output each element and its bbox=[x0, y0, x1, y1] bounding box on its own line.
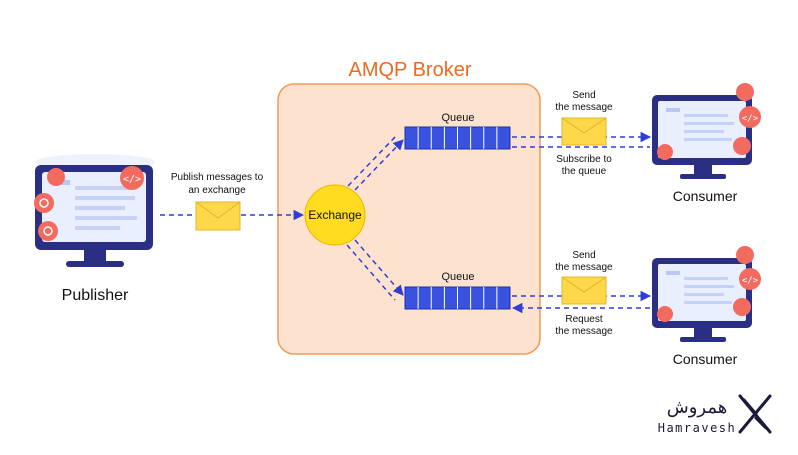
send-top-label-line1: Send bbox=[572, 90, 595, 101]
queue-top bbox=[404, 126, 511, 150]
send-top-label-line2: the message bbox=[555, 102, 613, 113]
publish-envelope-icon bbox=[195, 201, 241, 231]
send-bottom-envelope-icon bbox=[561, 276, 607, 305]
consumer-bottom-label: Consumer bbox=[673, 351, 738, 367]
exchange-to-queue-bottom-arrow-2 bbox=[346, 244, 396, 301]
subscribe-label-line2: the queue bbox=[562, 166, 607, 177]
exchange-to-queue-top-arrow bbox=[354, 139, 404, 191]
publisher-label: Publisher bbox=[62, 287, 129, 304]
logo-persian-text: همروش bbox=[667, 397, 728, 418]
request-label-line1: Request bbox=[565, 314, 602, 325]
send-bottom-label-line2: the message bbox=[555, 262, 613, 273]
queue-bottom bbox=[404, 286, 511, 310]
svg-text:</>: </> bbox=[742, 276, 759, 286]
subscribe-label-line1: Subscribe to bbox=[556, 154, 612, 165]
publish-label-line2: an exchange bbox=[188, 185, 246, 196]
logo-name: Hamravesh bbox=[658, 421, 737, 435]
exchange-to-queue-bottom-arrow bbox=[354, 239, 404, 296]
exchange-node: Exchange bbox=[304, 184, 366, 246]
send-bottom-label-line1: Send bbox=[572, 250, 595, 261]
hamravesh-logo: همروش Hamravesh bbox=[658, 394, 772, 435]
request-label-line2: the message bbox=[555, 326, 613, 337]
queue-bottom-label: Queue bbox=[441, 271, 474, 283]
svg-text:</>: </> bbox=[123, 174, 141, 185]
exchange-label: Exchange bbox=[308, 208, 362, 222]
consumer-top-monitor: </> bbox=[652, 83, 761, 179]
publish-label-line1: Publish messages to bbox=[171, 172, 264, 183]
publisher-monitor: </> bbox=[34, 154, 155, 267]
broker-title: AMQP Broker bbox=[349, 59, 472, 81]
queue-top-label: Queue bbox=[441, 112, 474, 124]
logo-mark-icon bbox=[738, 394, 772, 434]
consumer-top-label: Consumer bbox=[673, 188, 738, 204]
send-top-envelope-icon bbox=[561, 117, 607, 146]
svg-text:</>: </> bbox=[742, 114, 759, 124]
exchange-to-queue-top-arrow-2 bbox=[347, 135, 397, 187]
consumer-bottom-monitor: </> bbox=[652, 246, 761, 342]
